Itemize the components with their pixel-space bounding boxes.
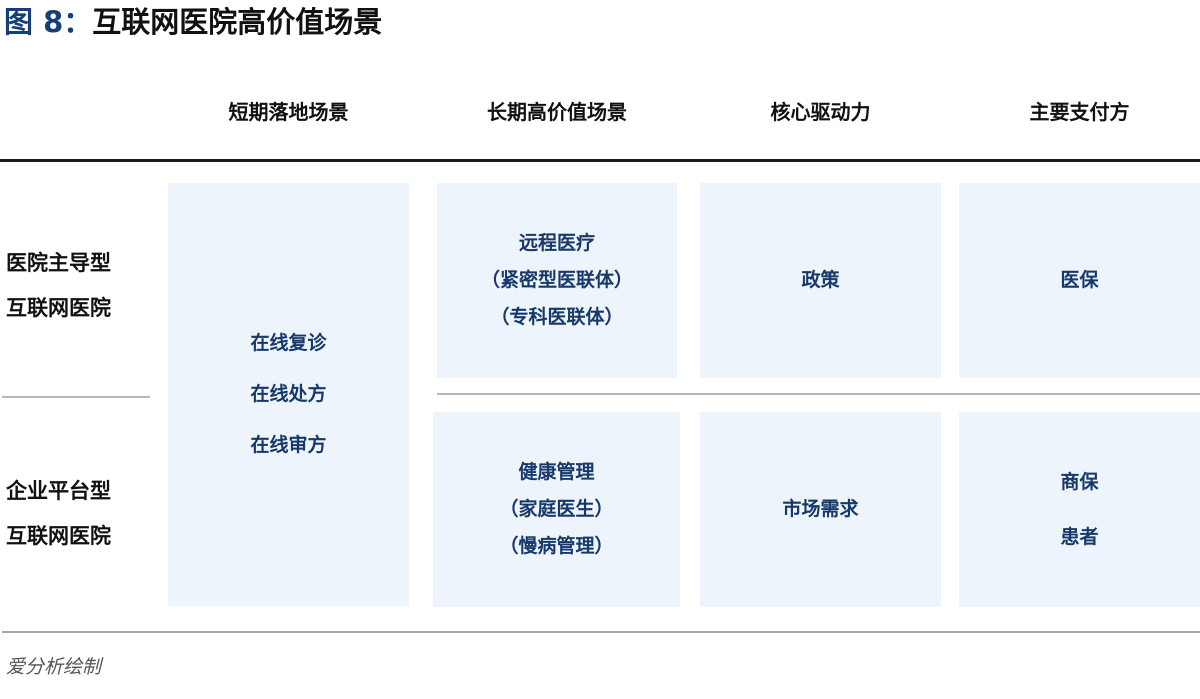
bottom-rule	[2, 631, 1200, 633]
row-label-enterprise-platform: 企业平台型 互联网医院	[6, 469, 146, 559]
figure-title-text: 互联网医院高价值场景	[92, 5, 383, 39]
cell-line: 政策	[801, 269, 840, 291]
row-label-line: 企业平台型	[6, 479, 111, 503]
figure-title: 图 8：互联网医院高价值场景	[4, 2, 382, 42]
cell-line: （专科医联体）	[490, 306, 624, 328]
cell-row1-payer: 医保	[959, 183, 1200, 378]
cell-line: 在线复诊	[250, 332, 327, 354]
cell-line: 远程医疗	[518, 232, 595, 254]
column-header-long-term: 长期高价值场景	[487, 100, 627, 124]
row-label-line: 互联网医院	[6, 524, 111, 548]
cell-line: 市场需求	[782, 498, 859, 520]
cell-line: 健康管理	[518, 461, 595, 483]
cell-row2-driver: 市场需求	[700, 412, 941, 607]
cell-line: 医保	[1060, 269, 1099, 291]
source-note: 爱分析绘制	[6, 656, 102, 678]
row-label-line: 互联网医院	[6, 296, 111, 320]
cell-short-term-shared: 在线复诊 在线处方 在线审方	[168, 183, 409, 606]
cell-line: （紧密型医联体）	[480, 269, 633, 291]
row-divider-left	[2, 396, 150, 398]
cell-line: （家庭医生）	[499, 498, 614, 520]
cell-line: （慢病管理）	[499, 535, 614, 557]
cell-row2-payer: 商保 患者	[959, 412, 1200, 607]
column-header-driver: 核心驱动力	[770, 100, 871, 124]
cell-line: 患者	[1060, 525, 1099, 548]
row-label-hospital-led: 医院主导型 互联网医院	[6, 241, 146, 331]
figure-number: 图 8：	[4, 5, 93, 39]
row-label-line: 医院主导型	[6, 251, 111, 275]
column-header-payer: 主要支付方	[1029, 100, 1130, 124]
cell-row2-long-term: 健康管理 （家庭医生） （慢病管理）	[433, 412, 680, 607]
cell-row1-driver: 政策	[700, 183, 941, 378]
cell-line: 在线审方	[250, 434, 327, 456]
cell-line: 在线处方	[250, 383, 327, 405]
cell-row1-long-term: 远程医疗 （紧密型医联体） （专科医联体）	[437, 183, 677, 378]
column-header-short-term: 短期落地场景	[228, 100, 349, 124]
row-divider-right	[437, 393, 1200, 395]
cell-line: 商保	[1060, 470, 1099, 493]
header-rule	[0, 159, 1200, 162]
